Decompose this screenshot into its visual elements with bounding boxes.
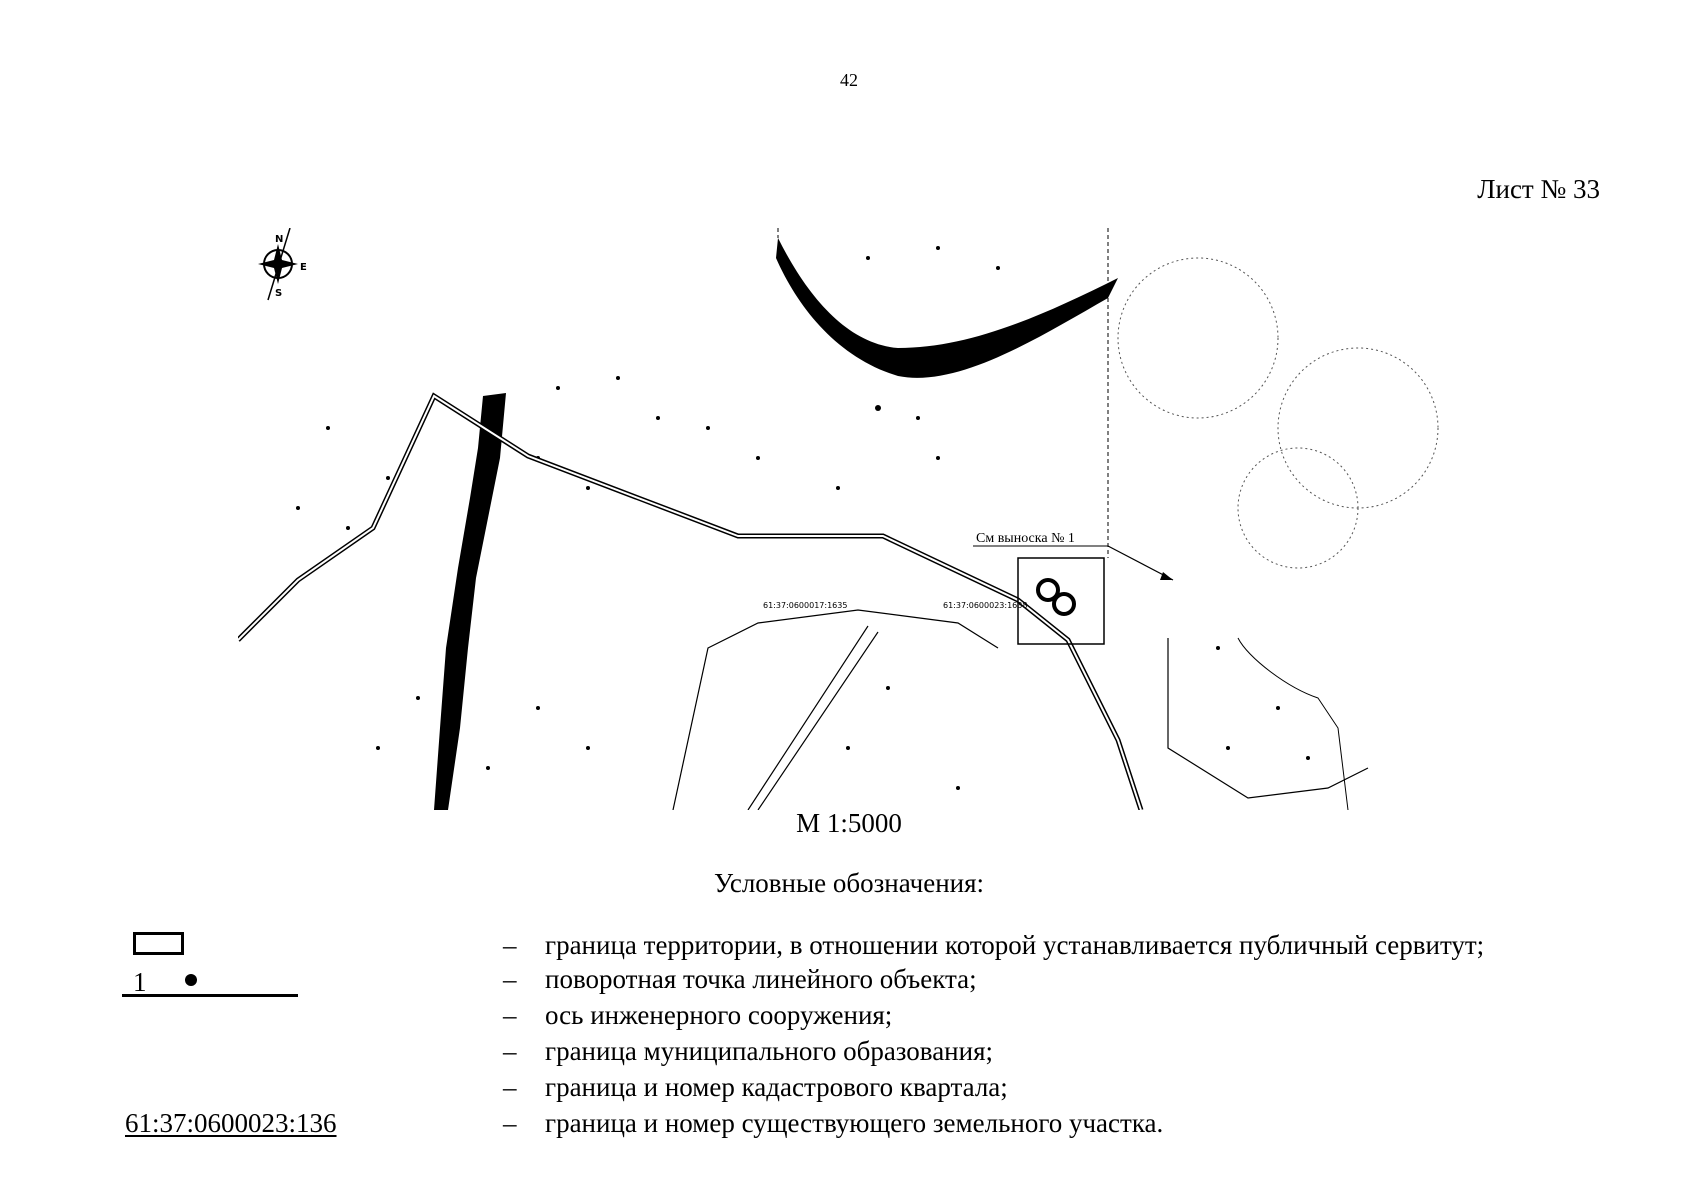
servitude-boundary-symbol	[133, 932, 184, 955]
page-number: 42	[840, 70, 858, 90]
legend-row-turning-point: 1 – поворотная точка линейного объекта;	[0, 964, 1698, 1000]
parcel-example-label: 61:37:0600023:136	[125, 1108, 337, 1138]
legend-dash: –	[503, 930, 517, 960]
quarter-boundary	[1237, 637, 1349, 810]
compass-e: E	[300, 262, 307, 273]
legend-dash: –	[503, 964, 517, 994]
legend-dash: –	[503, 1108, 517, 1138]
compass-n: N	[275, 234, 283, 245]
callout-symbol	[1036, 578, 1076, 616]
legend-row-quarter: – граница и номер кадастрового квартала;	[0, 1072, 1698, 1108]
legend-desc: граница и номер кадастрового квартала;	[545, 1072, 1008, 1102]
legend-dash: –	[503, 1036, 517, 1066]
scale-label: М 1:5000	[796, 808, 902, 838]
municipal-boundary	[1167, 638, 1369, 799]
legend-desc: ось инженерного сооружения;	[545, 1000, 893, 1030]
legend-dash: –	[503, 1072, 517, 1102]
callout-arrowhead	[1160, 572, 1173, 580]
turning-point-number: 1	[133, 967, 147, 997]
legend-desc: граница территории, в отношении которой …	[545, 930, 1485, 960]
legend-row-axis: – ось инженерного сооружения;	[0, 994, 1698, 1036]
legend-row-servitude: – граница территории, в отношении которо…	[0, 930, 1698, 966]
parcel-label-1: 61:37:0600017:1635	[763, 601, 847, 610]
legend-desc: поворотная точка линейного объекта;	[545, 964, 977, 994]
sheet-label: Лист № 33	[1477, 174, 1600, 204]
settlement-outlines	[1117, 257, 1439, 569]
road-line	[747, 625, 879, 810]
parcel-boundary	[672, 609, 999, 810]
engineering-axis	[238, 392, 1144, 810]
callout-box	[1017, 557, 1105, 645]
parcel-label-2: 61:37:0600023:1638	[943, 601, 1027, 610]
legend-row-municipal: – граница муниципального образования;	[0, 1036, 1698, 1072]
legend-desc: граница муниципального образования;	[545, 1036, 994, 1066]
legend-title: Условные обозначения:	[713, 868, 985, 898]
legend-desc: граница и номер существующего земельного…	[545, 1108, 1164, 1138]
river-shape	[776, 238, 1118, 378]
turning-point-dot-icon	[185, 974, 197, 986]
stream-shape	[434, 393, 506, 810]
callout-label: См выноска № 1	[976, 531, 1075, 546]
river-bank-line	[777, 228, 1109, 558]
legend-row-parcel: 61:37:0600023:136 – граница и номер суще…	[0, 1108, 1698, 1144]
compass-icon: N E S	[258, 228, 307, 301]
axis-line-symbol	[122, 994, 298, 997]
map-fragment: N E S	[238, 228, 1468, 810]
map-drawing: N E S	[238, 228, 1439, 810]
compass-s: S	[275, 288, 282, 299]
legend-dash: –	[503, 1000, 517, 1030]
